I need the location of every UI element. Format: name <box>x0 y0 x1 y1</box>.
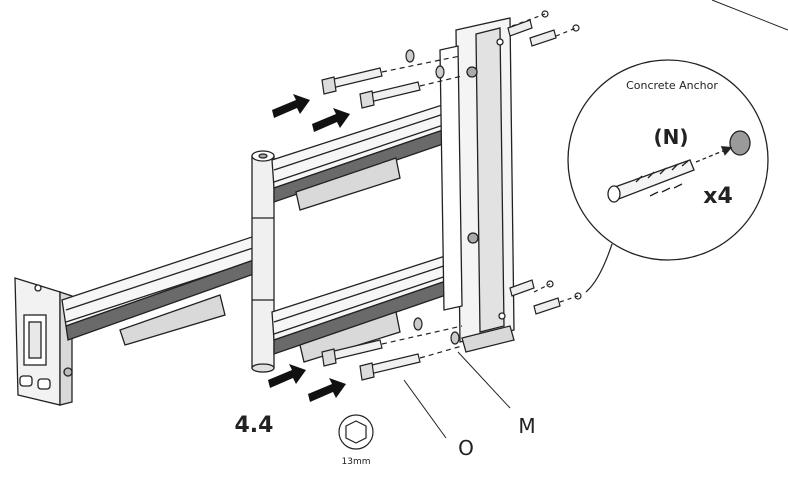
lower-arm-left <box>61 235 266 346</box>
concrete-anchor-icon <box>607 130 751 203</box>
hex-socket-icon <box>338 414 374 450</box>
pivot-column <box>251 150 275 373</box>
arrow-3 <box>268 364 306 388</box>
callout-pointer <box>585 243 613 293</box>
callout-title: Concrete Anchor <box>626 79 718 92</box>
lower-hardware <box>321 279 582 381</box>
anchor-quantity: x4 <box>703 184 733 209</box>
upper-hardware <box>321 10 580 109</box>
bolt-label: O <box>458 436 474 460</box>
anchor-callout: Concrete Anchor (N) x4 <box>567 59 769 293</box>
washer-label: M <box>518 414 535 438</box>
wall-plate <box>439 17 515 353</box>
insert-arrows <box>268 94 350 402</box>
arrow-4 <box>308 378 346 402</box>
step-number: 4.4 <box>235 413 274 438</box>
anchor-part-label: (N) <box>653 125 688 149</box>
washer-leader <box>457 351 511 409</box>
arrow-1 <box>272 94 310 118</box>
arrow-2 <box>312 108 350 132</box>
tv-bracket <box>14 277 73 406</box>
bolt-leader <box>403 379 447 439</box>
tool-size-label: 13mm <box>342 457 371 467</box>
corner-line <box>711 0 788 31</box>
